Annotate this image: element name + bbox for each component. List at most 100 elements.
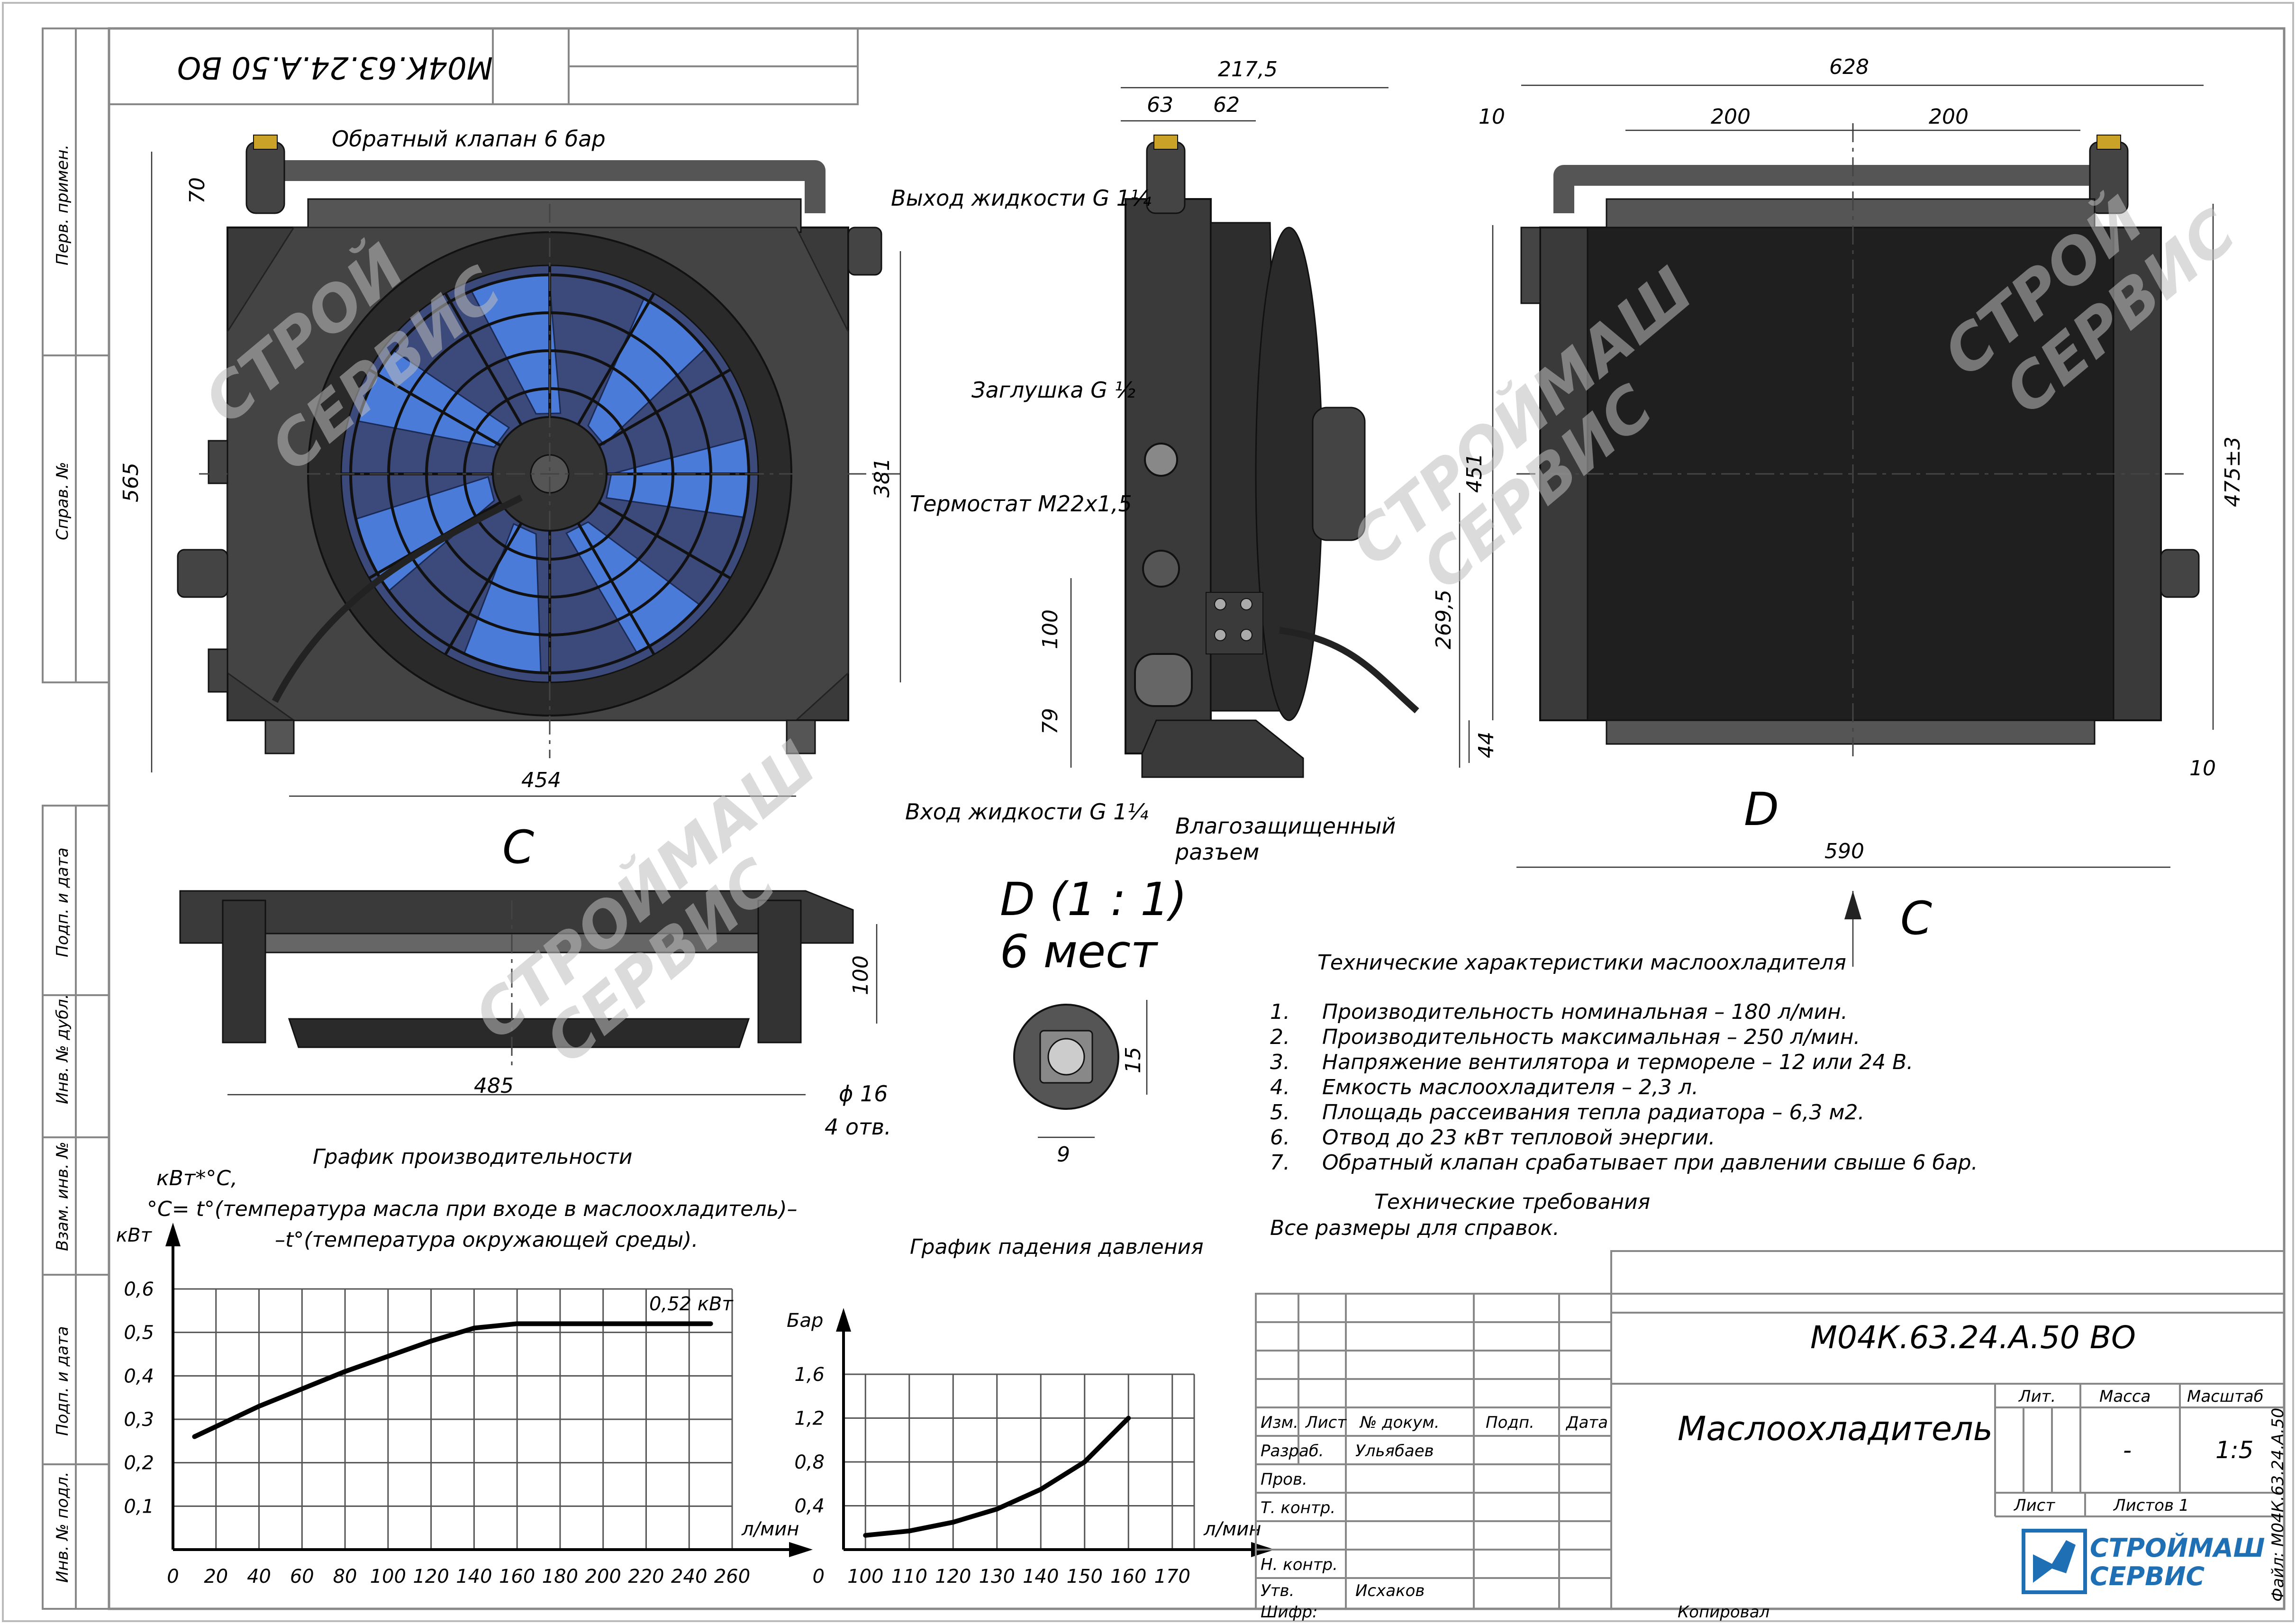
callout-plug: Заглушка G ½ [971,377,1136,403]
x-tick-label: 100 [847,1566,883,1588]
tb-file: Файл: М04К.63.24.А.50 [2269,1407,2287,1602]
y-tick-label: 1,2 [794,1408,825,1430]
y-tick-label: 0,6 [124,1279,154,1300]
dim-100: 100 [1038,609,1062,649]
dim-381: 381 [870,458,894,498]
spec-number: 7. [1270,1151,1290,1175]
x-tick-label: 100 [370,1566,406,1588]
perf-note-2: –t°(температура окружающей среды). [275,1228,699,1252]
spec-item: 6.Отвод до 23 кВт тепловой энергии. [1270,1125,1715,1150]
tb-designation: М04К.63.24.А.50 ВО [1810,1319,2136,1356]
grill-spoke [444,522,523,655]
tb-mass: Масса [2099,1387,2151,1406]
x-tick-label: 20 [204,1566,228,1588]
spec-text: Обратный клапан срабатывает при давлении… [1322,1151,1978,1175]
margin-podp1: Подп. и дата [53,847,72,957]
check-valve [245,141,285,214]
tb-col-izm: Изм. [1261,1413,1298,1432]
y-axis-label: Бар [787,1310,823,1332]
x-tick-label: 80 [333,1566,357,1588]
grill-spoke [577,522,655,655]
spec-item: 3.Напряжение вентилятора и термореле – 1… [1270,1050,1913,1074]
tb-utv: Утв. [1261,1581,1295,1600]
dim-475: 475±3 [2221,436,2245,507]
tb-kopiroval: Копировал [1678,1603,1770,1622]
callout-hole-count: 4 отв. [825,1114,891,1140]
callout-hole-dia: ϕ 16 [839,1081,888,1107]
margin-podp2: Подп. и дата [53,1326,72,1436]
dim-62: 62 [1213,93,1240,117]
x-tick-label: 120 [413,1566,449,1588]
tb-tkontr: Т. контр. [1261,1498,1336,1517]
data-point [600,1321,606,1326]
grill-spoke [577,292,655,426]
callout-check-valve: Обратный клапан 6 бар [332,126,606,152]
x-tick-label: 220 [628,1566,664,1588]
dim-217-5: 217,5 [1218,57,1278,82]
tb-nkontr: Н. контр. [1261,1555,1338,1574]
svg-text:СТРОЙМАШ: СТРОЙМАШ [2090,1533,2265,1563]
dim-15: 15 [1121,1047,1145,1073]
x-tick-label: 120 [935,1566,971,1588]
x-tick-label: 40 [247,1566,271,1588]
perf-note-1: °С= t°(температура масла при входе в мас… [147,1197,798,1221]
data-point [863,1533,868,1538]
callout-outlet: Выход жидкости G 1¼ [891,185,1152,211]
view-c-arrow-label: C [1900,892,1933,945]
front-view [177,135,900,758]
spec-number: 6. [1270,1125,1290,1150]
x-tick-label: 160 [499,1566,535,1588]
req-title: Технические требования [1374,1190,1651,1214]
annotation-label: 0,52 кВт [649,1293,734,1315]
title-block-lines [1255,1250,2285,1610]
dim-63: 63 [1147,93,1173,117]
dim-9: 9 [1057,1143,1070,1167]
spec-text: Производительность максимальная – 250 л/… [1322,1025,1860,1049]
tb-mass-value: - [2123,1436,2132,1464]
top-mirrored-designation: М04К.63.24.А.50 ВО [177,50,493,85]
bottom-view [179,890,854,1071]
grill-spoke [444,292,523,426]
grill-spoke [368,368,501,447]
inlet-port [1134,653,1193,707]
data-point [1038,1487,1044,1492]
x-tick-label: 180 [542,1566,578,1588]
dim-590: 590 [1824,839,1864,863]
y-tick-label: 0,4 [124,1365,154,1387]
dim-451: 451 [1462,453,1487,493]
y-axis-label: кВт [116,1225,153,1246]
data-point [1126,1415,1131,1421]
tb-utv-name: Исхаков [1355,1581,1425,1600]
spec-number: 5. [1270,1100,1290,1125]
detail-title-1: D (1 : 1) [1000,873,1187,926]
x-tick-label: 0 [167,1566,179,1588]
dim-628: 628 [1829,55,1869,79]
tb-shifr: Шифр: [1261,1603,1318,1622]
origin-label: 0 [813,1566,825,1588]
x-axis-label: л/мин [1203,1518,1261,1540]
tb-prov: Пров. [1261,1470,1307,1489]
dim-269-5: 269,5 [1432,590,1456,649]
dim-44: 44 [1474,732,1498,758]
x-tick-label: 240 [671,1566,707,1588]
y-tick-label: 1,6 [794,1364,825,1386]
y-tick-label: 0,3 [124,1409,154,1431]
tb-col-list: Лист [1306,1413,1347,1432]
tb-sheet: Лист [2014,1496,2055,1515]
spec-item: 5.Площадь рассеивания тепла радиатора – … [1270,1100,1865,1125]
spec-text: Производительность номинальная – 180 л/м… [1322,1000,1848,1024]
callout-thermostat: Термостат М22х1,5 [910,491,1132,517]
dim-200-right: 200 [1929,105,1969,129]
specs-title: Технические характеристики маслоохладите… [1317,951,1846,975]
x-tick-label: 260 [714,1566,750,1588]
x-axis-arrow [789,1542,813,1557]
margin-perv: Перв. примен. [53,144,72,265]
top-stamp [108,27,859,105]
series-line [193,1321,711,1439]
y-tick-label: 0,2 [124,1452,154,1474]
spec-number: 3. [1270,1050,1290,1074]
